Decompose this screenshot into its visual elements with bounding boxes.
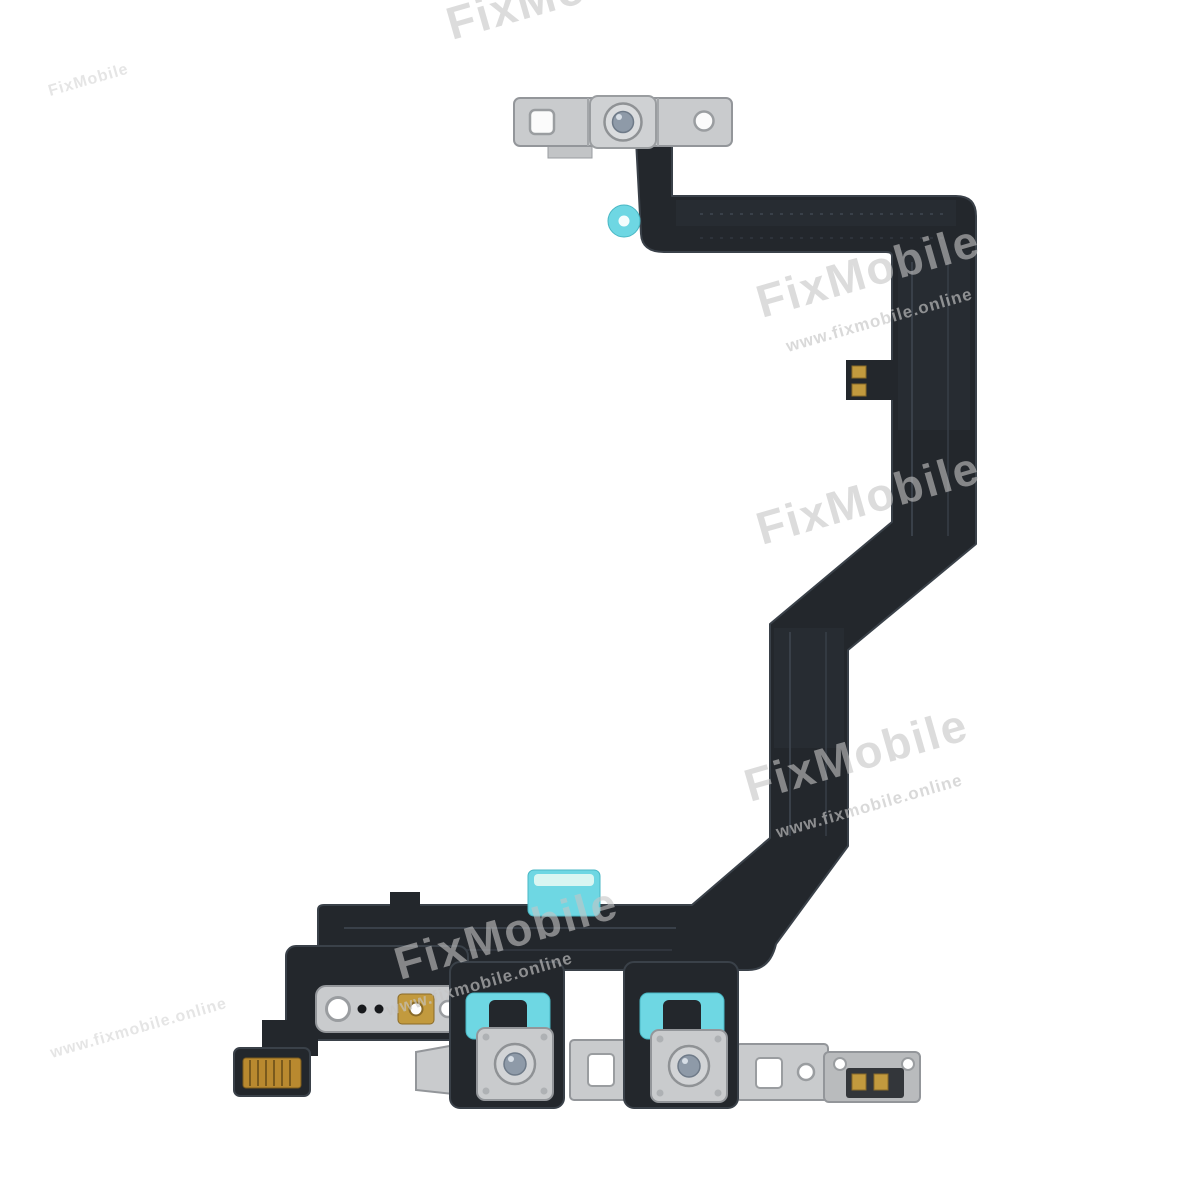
bracket-seg-right-hole	[755, 1057, 783, 1089]
volume-2-screw-d	[714, 1089, 722, 1097]
connector-gold-pad	[242, 1057, 302, 1089]
flex-cable	[317, 129, 977, 971]
power-button-bracket	[513, 95, 733, 159]
volume-1-screw-d	[540, 1087, 548, 1095]
volume-down-button-highlight	[682, 1058, 688, 1064]
spacer-ring-tab	[607, 204, 641, 238]
volume-up-button-highlight	[508, 1056, 514, 1062]
flex-tab-bump	[390, 892, 420, 910]
watermark-url: www.fixmobile.online	[47, 995, 229, 1062]
solder-pad-1	[851, 365, 867, 379]
bracket-left-hole	[325, 996, 351, 1022]
brass-fitting-hole	[408, 1001, 424, 1017]
end-block-hole-2	[901, 1057, 915, 1071]
solder-pad-2	[851, 383, 867, 397]
bracket-seg-mid-hole	[587, 1053, 615, 1087]
flex-shield-patch-top	[676, 200, 956, 226]
volume-2-screw-a	[656, 1035, 664, 1043]
power-button-cap	[611, 110, 635, 134]
volume-2-tab-window	[663, 1000, 701, 1038]
power-button-highlight	[616, 114, 622, 120]
flex-shield-patch-mid	[774, 628, 844, 748]
volume-up-button-cap	[503, 1052, 527, 1076]
flex-shield-patch-right	[898, 250, 970, 430]
watermarks: FixMobile FixMobile FixMobile www.fixmob…	[46, 0, 986, 1062]
volume-2-screw-c	[656, 1089, 664, 1097]
volume-down-button-cap	[677, 1054, 701, 1078]
left-flex-assembly	[233, 945, 469, 1097]
bracket-right-round-hole	[796, 1062, 816, 1082]
volume-1-screw-b	[540, 1033, 548, 1041]
contact-dot-2	[374, 1004, 384, 1014]
volume-module-2	[623, 961, 739, 1109]
bracket-hole-right	[693, 110, 715, 132]
flex-main-ribbon	[317, 129, 977, 971]
spring-contact-pad-2	[873, 1073, 889, 1091]
connector-pins	[249, 1060, 291, 1086]
volume-1-screw-c	[482, 1087, 490, 1095]
end-block-hole-1	[833, 1057, 847, 1071]
volume-module-1	[449, 961, 565, 1109]
watermark-text: FixMobile	[440, 0, 676, 50]
watermark-text: FixMobile	[46, 61, 130, 100]
bottom-bracket	[415, 1039, 921, 1103]
spring-contact-pad-1	[851, 1073, 867, 1091]
spacer-ring-hole	[618, 215, 630, 227]
bracket-hole-left	[528, 108, 556, 136]
volume-1-screw-a	[482, 1033, 490, 1041]
adhesive-tab-mid	[527, 869, 601, 917]
volume-2-screw-b	[714, 1035, 722, 1043]
adhesive-tab-liner	[534, 874, 594, 886]
contact-dot-1	[357, 1004, 367, 1014]
